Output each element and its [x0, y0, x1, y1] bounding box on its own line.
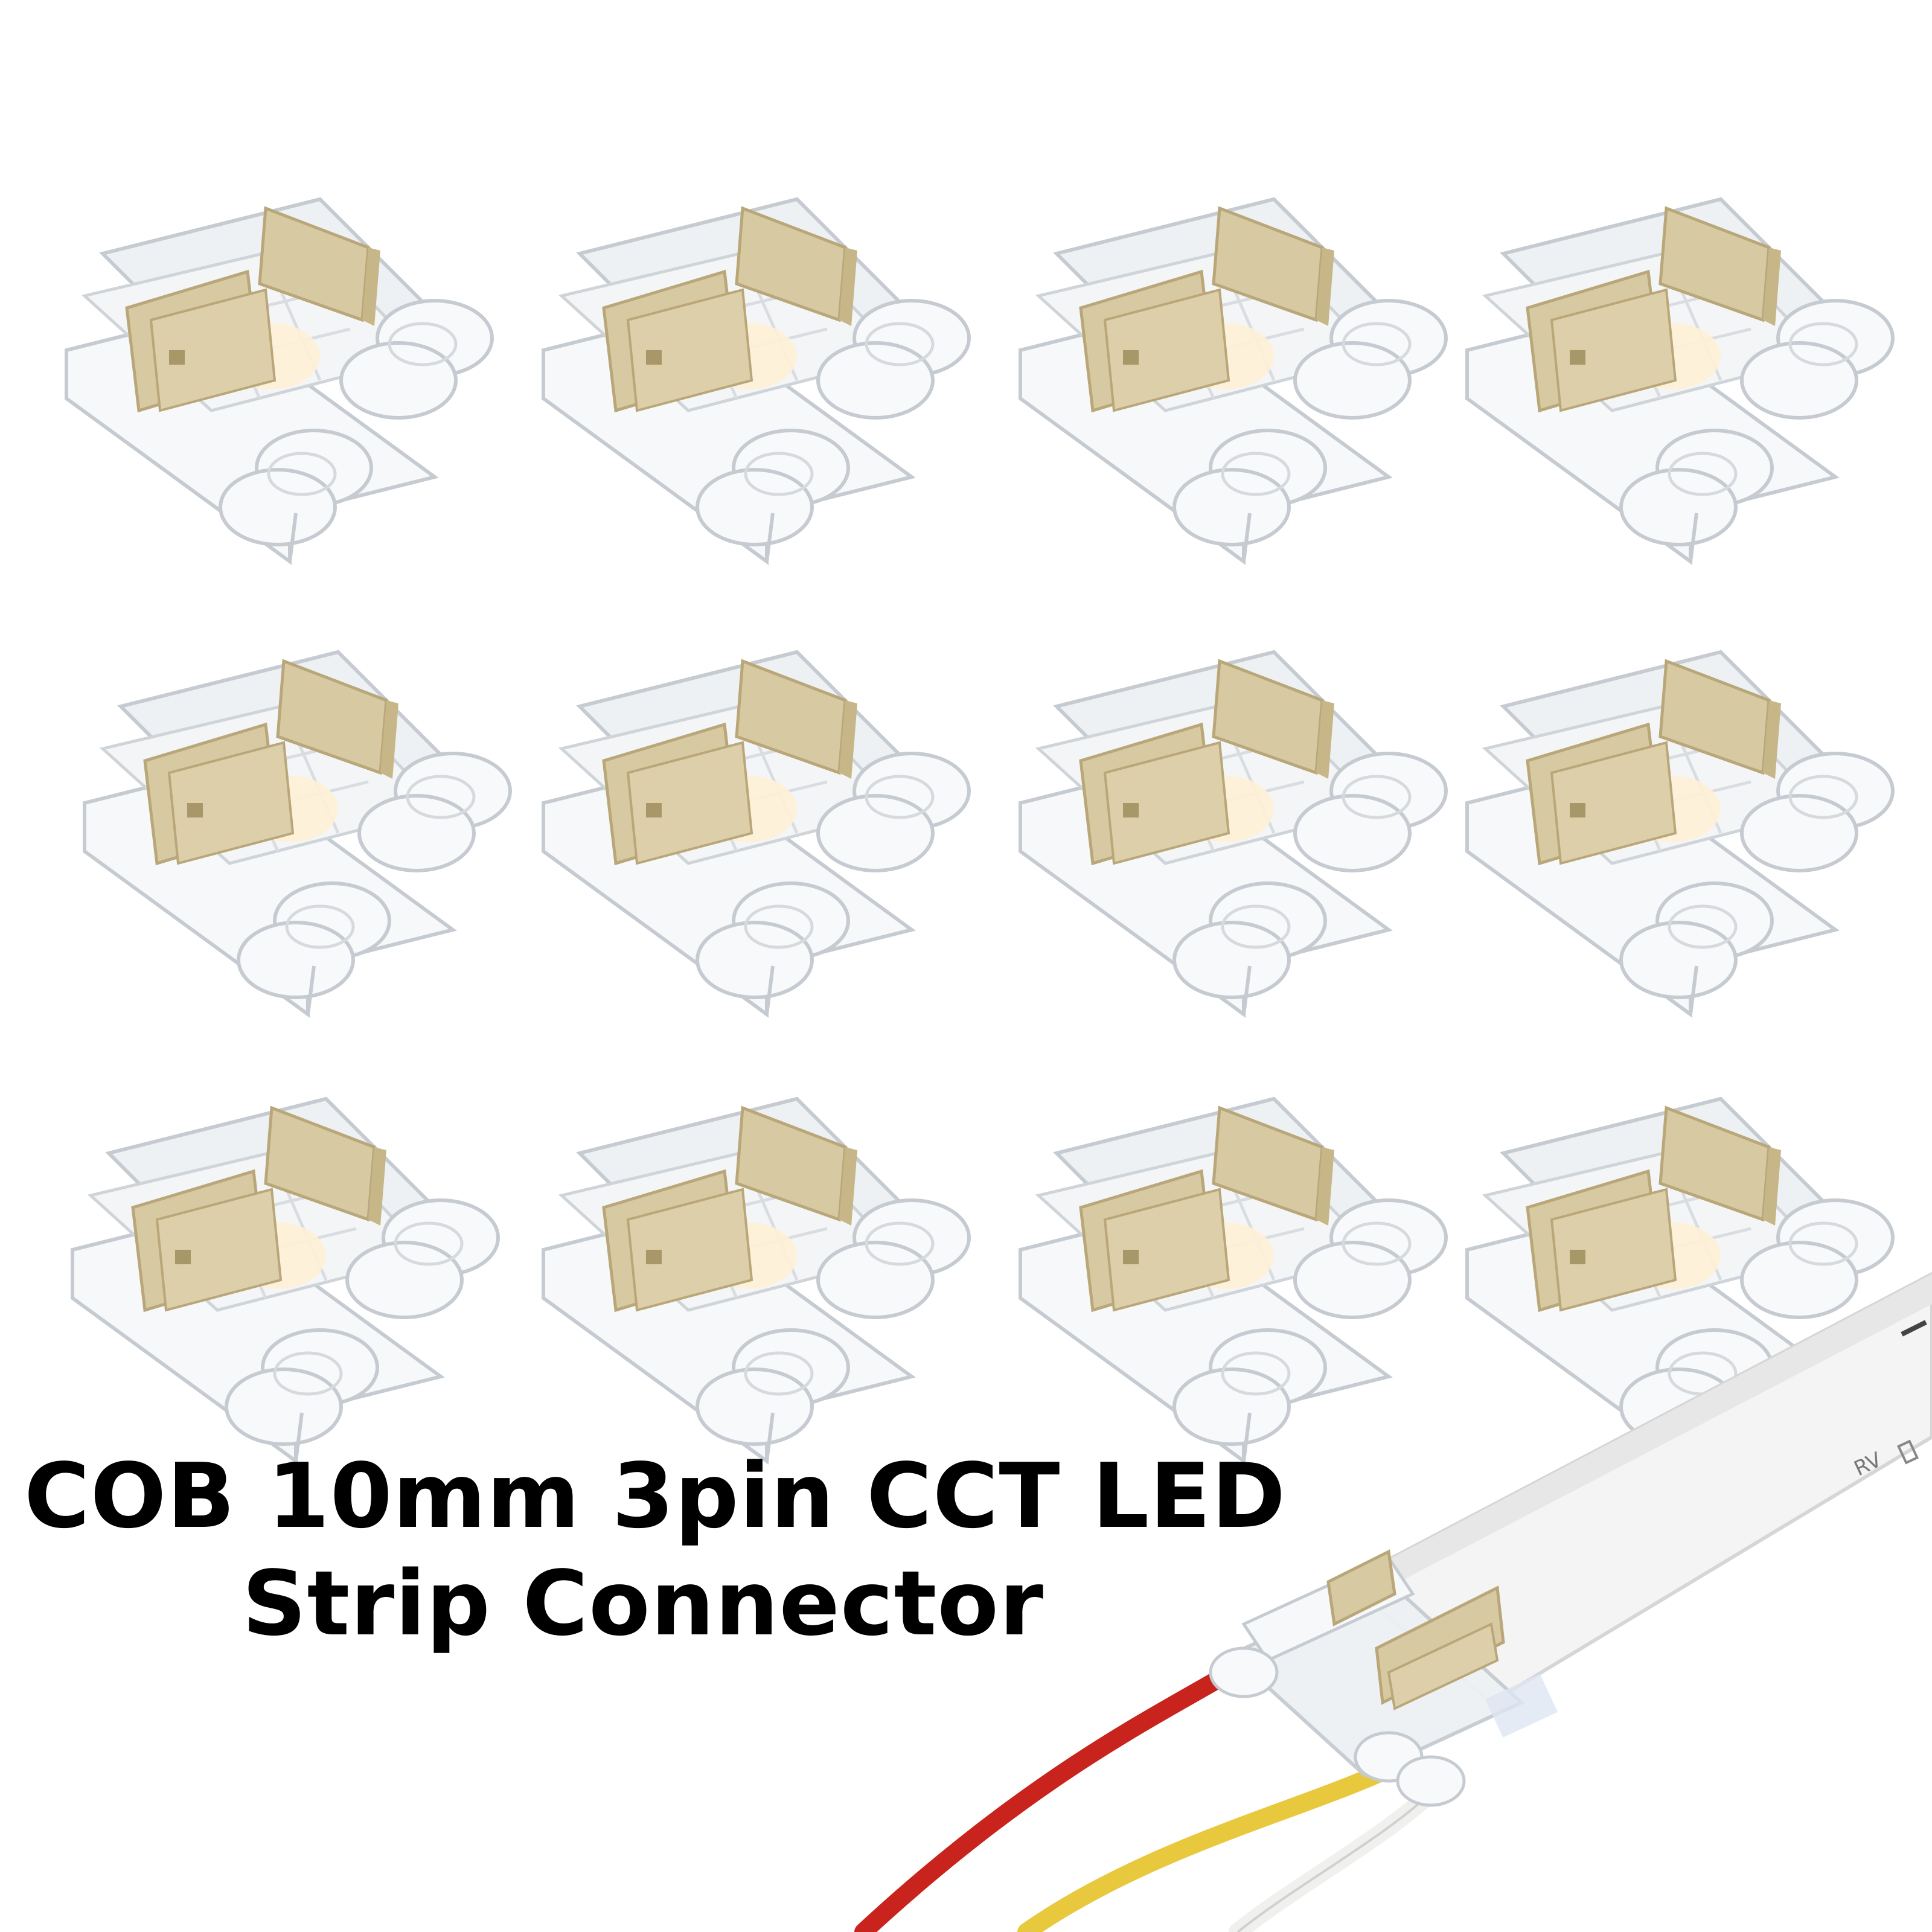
connector	[1467, 652, 1893, 1014]
connector	[1020, 199, 1446, 561]
caption-line-1: COB 10mm 3pin CCT LED	[24, 1444, 1287, 1548]
connector	[543, 199, 969, 561]
connector	[543, 1099, 969, 1461]
connector	[1020, 1099, 1446, 1461]
connector	[1020, 652, 1446, 1014]
wires	[854, 1669, 1446, 1932]
connector	[1467, 199, 1893, 561]
connector	[72, 1099, 498, 1461]
connector	[543, 652, 969, 1014]
connector	[85, 652, 510, 1014]
product-caption: COB 10mm 3pin CCT LED Strip Connector	[24, 1443, 1287, 1657]
connector-on-strip	[1209, 1549, 1558, 1807]
caption-line-2: Strip Connector	[242, 1551, 1044, 1655]
connector	[66, 199, 492, 561]
